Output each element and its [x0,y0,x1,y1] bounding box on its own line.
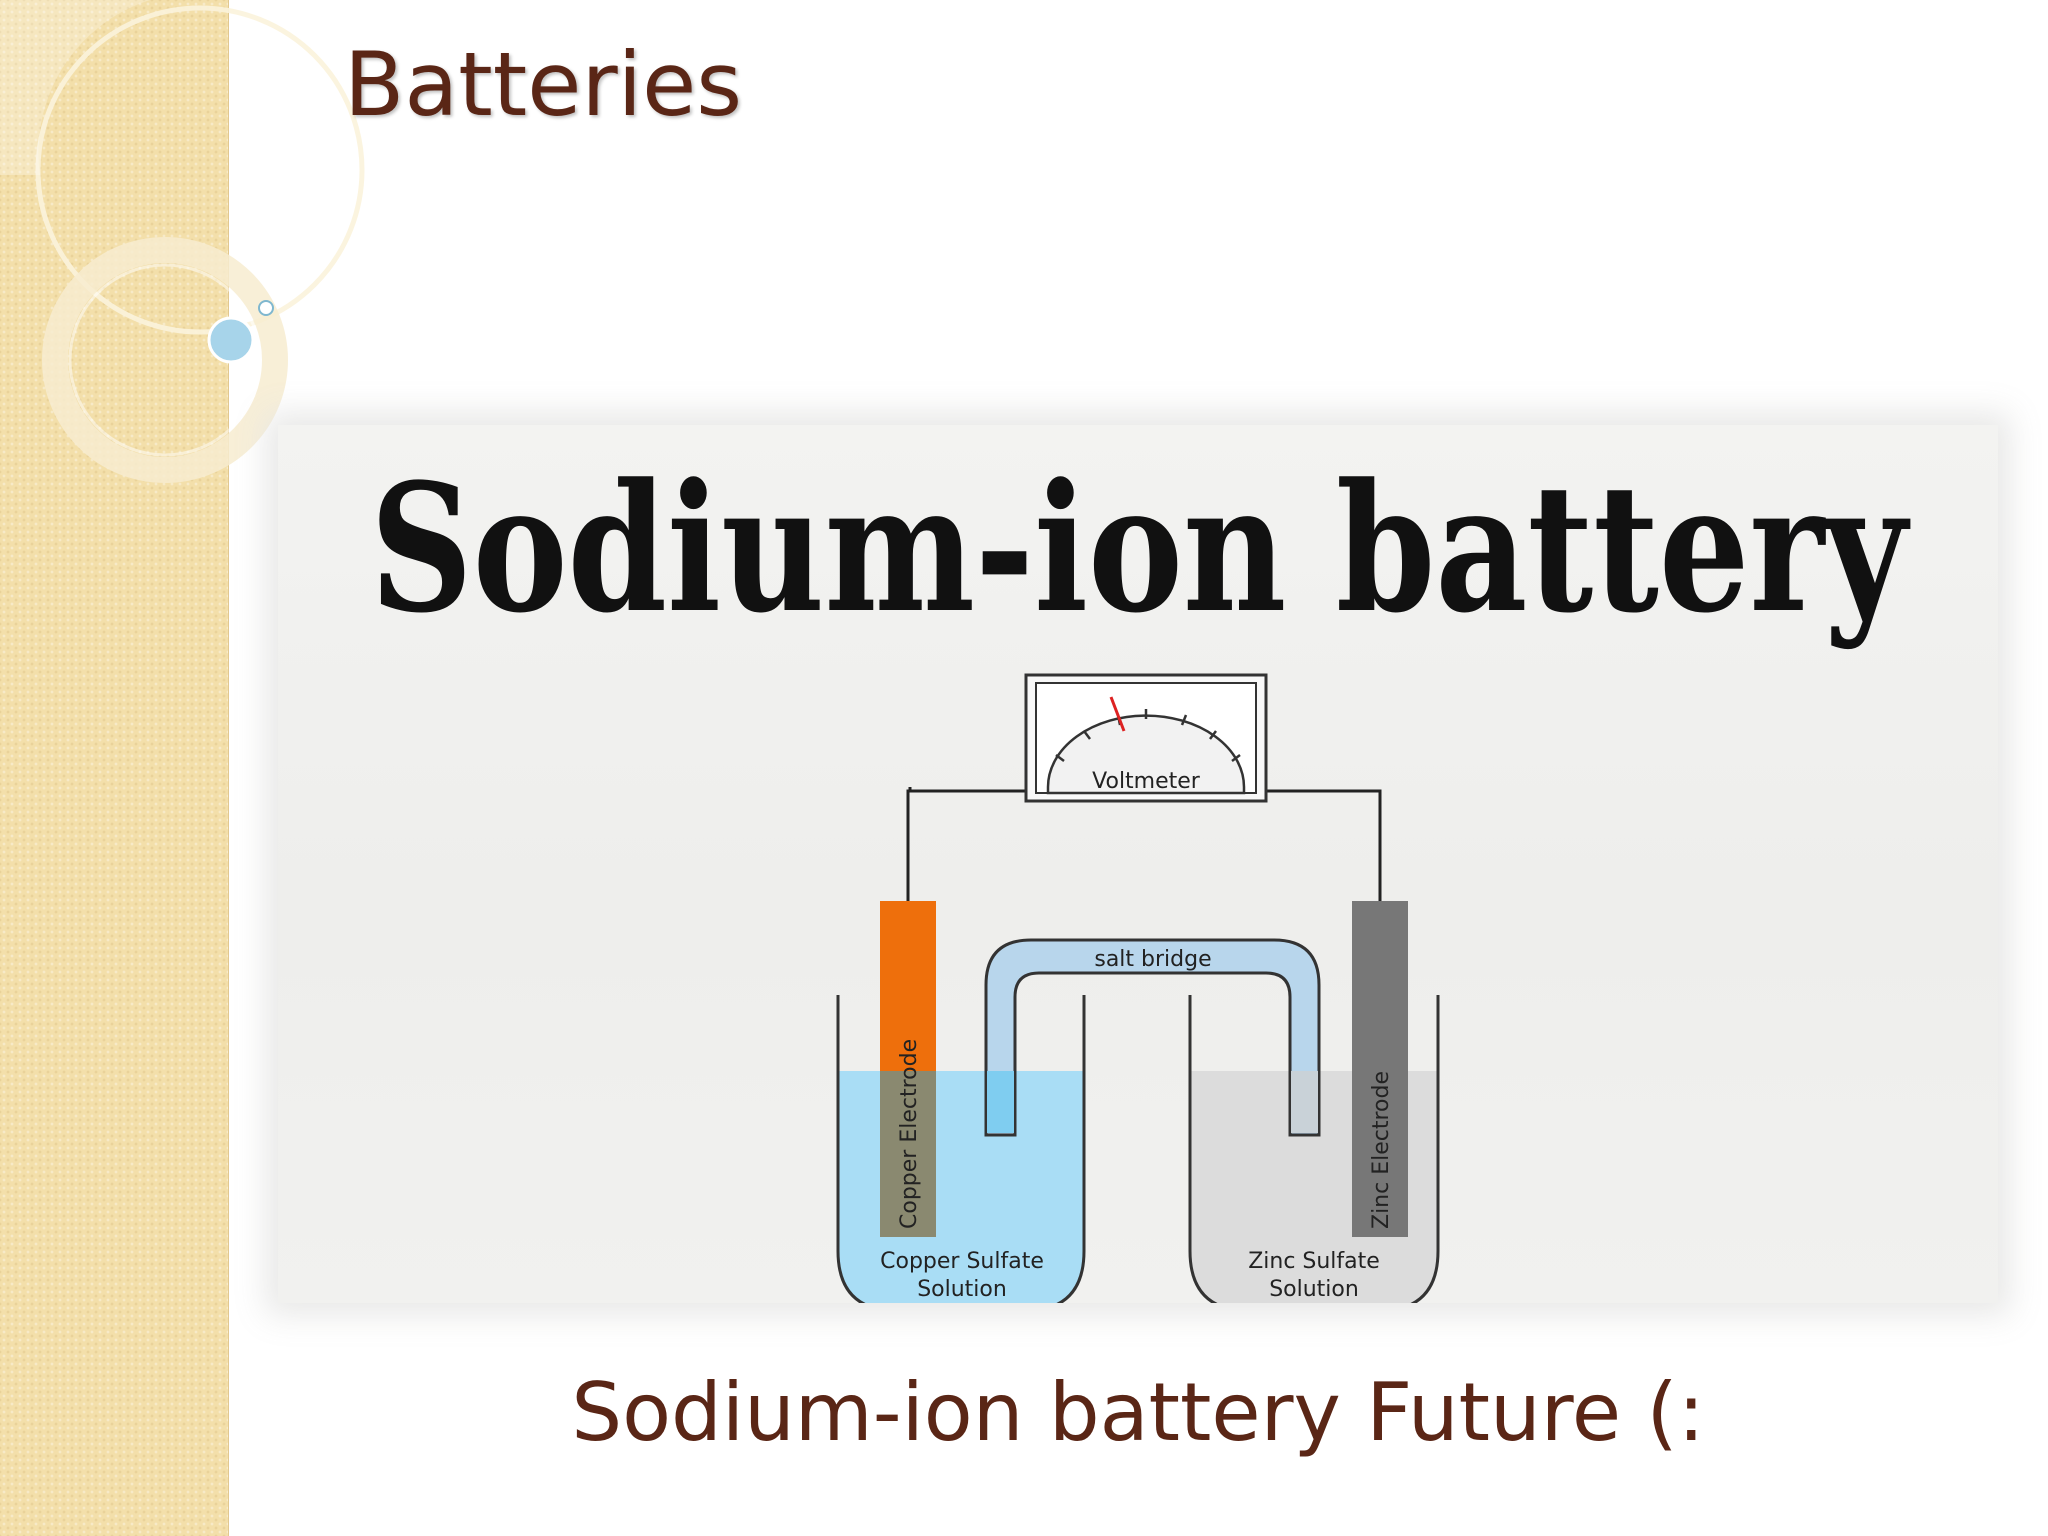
slide-title: Batteries [344,33,743,136]
bubble-small [258,300,274,316]
zinc-electrode-label: Zinc Electrode [1369,1071,1394,1229]
copper-solution-label-line1: Copper Sulfate [880,1249,1044,1274]
zinc-electrode: Zinc Electrode [1352,901,1408,1237]
slide-caption: Sodium-ion battery Future (: [0,1358,2048,1468]
zinc-solution-label-line2: Solution [1269,1277,1359,1302]
galvanic-cell-diagram: Sodium-ion battery Voltmeter Copper Sulf… [370,445,1911,1303]
wire-left [906,789,1026,901]
zinc-solution-label-line1: Zinc Sulfate [1248,1249,1380,1274]
diagram-banner-text: Sodium-ion battery [370,445,1911,652]
copper-beaker: Copper Sulfate Solution [836,995,1086,1303]
salt-bridge: salt bridge [984,938,1321,1137]
slide-caption-text: Sodium-ion battery Future (: [571,1366,1705,1459]
copper-solution-label-line2: Solution [917,1277,1007,1302]
voltmeter: Voltmeter [1024,673,1268,803]
diagram-image: Sodium-ion battery Voltmeter Copper Sulf… [278,425,1998,1303]
bubble-large [207,316,255,364]
voltmeter-label: Voltmeter [1092,769,1201,794]
copper-electrode: Copper Electrode [880,901,936,1237]
salt-bridge-label: salt bridge [1094,947,1211,972]
voltmeter-needle [1109,696,1126,732]
copper-electrode-label: Copper Electrode [897,1039,922,1229]
decorative-circles [0,0,365,483]
wire-right [1266,789,1382,901]
